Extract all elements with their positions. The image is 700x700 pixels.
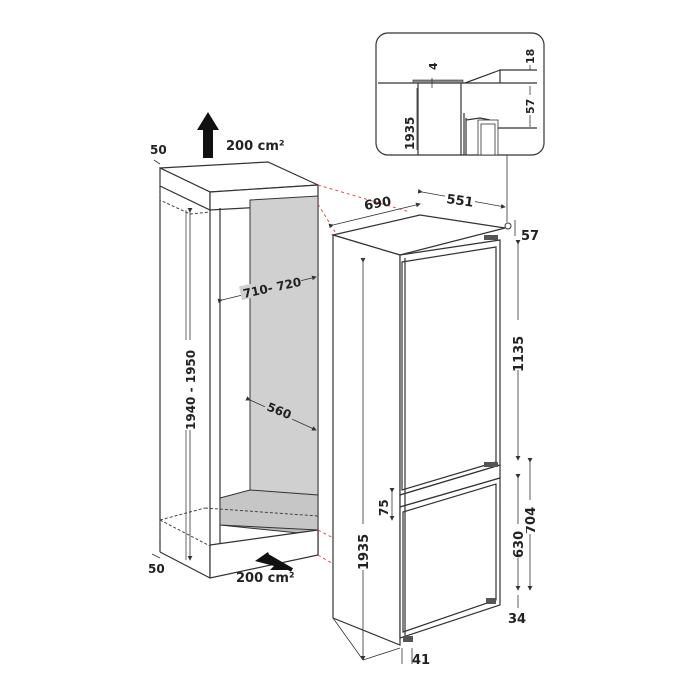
appliance-width-label: 551: [445, 192, 474, 211]
door-gap-label: 75: [377, 499, 391, 516]
inset-height-label: 1935: [403, 117, 417, 150]
refrigerator: [330, 214, 512, 646]
lower-section-height-label: 704: [524, 507, 539, 534]
vent-bottom-label: 200 cm²: [236, 571, 295, 586]
top-clearance-label: 57: [521, 229, 539, 244]
inset-gap-label: 4: [427, 62, 440, 70]
foot-depth-label: 41: [412, 653, 430, 668]
bottom-offset-label: 34: [508, 612, 526, 627]
appliance-height-label: 1935: [357, 534, 372, 570]
upper-door-height-label: 1135: [512, 336, 527, 372]
vent-top-label: 200 cm²: [226, 139, 285, 154]
airflow-out-arrow: [197, 112, 219, 158]
detail-inset: 1935 4 18 57: [375, 32, 545, 222]
niche-height-label: 1940 - 1950: [184, 350, 198, 430]
inset-hinge-offset-label: 57: [524, 99, 537, 114]
inset-top-thickness-label: 18: [524, 49, 537, 64]
airflow-in-arrow: [255, 552, 293, 572]
cabinet-bottom-offset-label: 50: [148, 562, 165, 576]
lower-door-height-label: 630: [512, 531, 527, 558]
appliance-depth-label: 690: [363, 194, 392, 213]
cabinet-top-offset-label: 50: [150, 143, 167, 157]
